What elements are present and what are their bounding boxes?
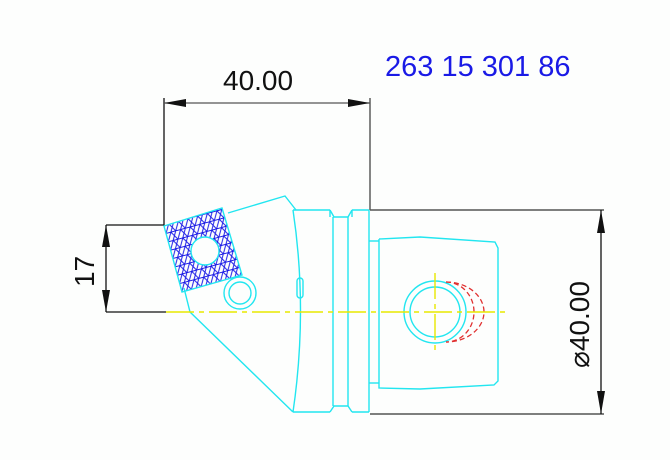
insert bbox=[163, 207, 243, 293]
diameter-dimension-text: ⌀40.00 bbox=[564, 281, 595, 368]
length-dimension: 40.00 bbox=[163, 65, 371, 226]
part-number-label: 263 15 301 86 bbox=[385, 51, 570, 83]
length-dimension-text: 40.00 bbox=[223, 65, 293, 96]
diameter-dimension: ⌀40.00 bbox=[370, 209, 605, 415]
offset-dimension: 17 bbox=[69, 224, 166, 313]
hidden-hole bbox=[445, 281, 485, 343]
centerline bbox=[166, 273, 508, 352]
offset-dimension-text: 17 bbox=[69, 256, 100, 287]
tool-body bbox=[183, 195, 499, 413]
